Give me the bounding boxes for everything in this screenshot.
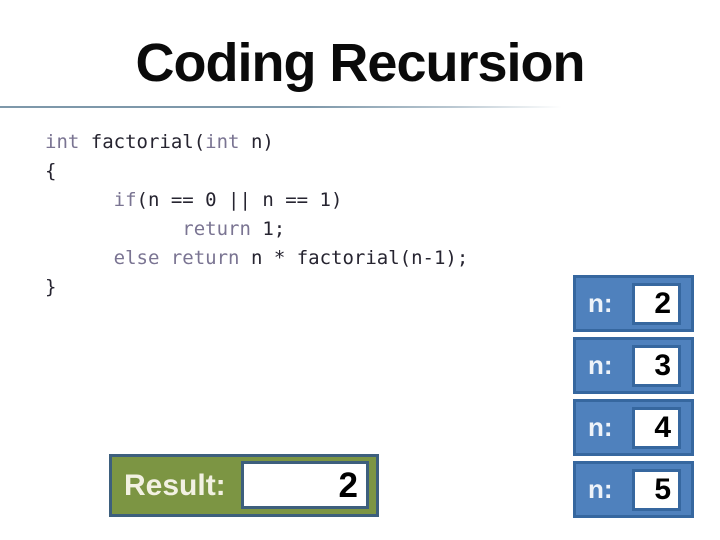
result-value-box: 2	[241, 461, 369, 509]
code-text	[45, 189, 114, 211]
code-line: if(n == 0 || n == 1)	[45, 186, 468, 215]
page-title: Coding Recursion	[135, 33, 585, 93]
code-text: 1;	[250, 218, 286, 240]
code-keyword: if	[113, 189, 137, 211]
n-label: n:	[588, 350, 613, 380]
code-keyword: int	[205, 131, 240, 153]
code-line: else return n * factorial(n-1);	[45, 244, 469, 273]
stack-frame: n: 4	[573, 399, 694, 456]
call-stack: n: 2 n: 3 n: 4 n: 5	[573, 275, 694, 523]
code-text: {	[45, 160, 57, 182]
title-underline	[0, 106, 562, 108]
code-keyword: return	[182, 218, 251, 240]
code-text: }	[45, 276, 57, 298]
code-block: int factorial(int n) { if(n == 0 || n == …	[45, 128, 468, 302]
n-label: n:	[588, 474, 613, 504]
code-text: (n == 0 || n == 1)	[136, 189, 343, 211]
code-text	[45, 218, 182, 240]
stack-frame: n: 5	[573, 461, 694, 518]
code-line: }	[45, 273, 468, 302]
n-value: 4	[654, 410, 671, 444]
code-text: n)	[239, 131, 274, 153]
n-value-box: 2	[632, 282, 681, 325]
code-text: factorial(	[79, 131, 206, 153]
code-text	[45, 247, 114, 269]
n-value-box: 3	[632, 344, 681, 387]
code-keyword: int	[45, 131, 80, 153]
n-value: 5	[654, 472, 671, 506]
code-line: return 1;	[45, 215, 468, 244]
code-line: {	[45, 157, 468, 186]
n-value-box: 5	[632, 468, 681, 511]
result-box: Result: 2	[109, 454, 379, 517]
code-text	[159, 247, 170, 269]
stack-frame: n: 2	[573, 275, 694, 332]
code-keyword: return	[170, 247, 240, 269]
n-value: 2	[654, 286, 671, 320]
n-label: n:	[588, 288, 613, 318]
n-value-box: 4	[632, 406, 681, 449]
n-label: n:	[588, 412, 613, 442]
code-keyword: else	[113, 247, 160, 269]
n-value: 3	[654, 348, 671, 382]
stack-frame: n: 3	[573, 337, 694, 394]
code-line: int factorial(int n)	[45, 128, 468, 157]
code-text: n * factorial(n-1);	[239, 247, 469, 269]
result-label: Result:	[124, 468, 226, 502]
result-value: 2	[338, 465, 358, 505]
